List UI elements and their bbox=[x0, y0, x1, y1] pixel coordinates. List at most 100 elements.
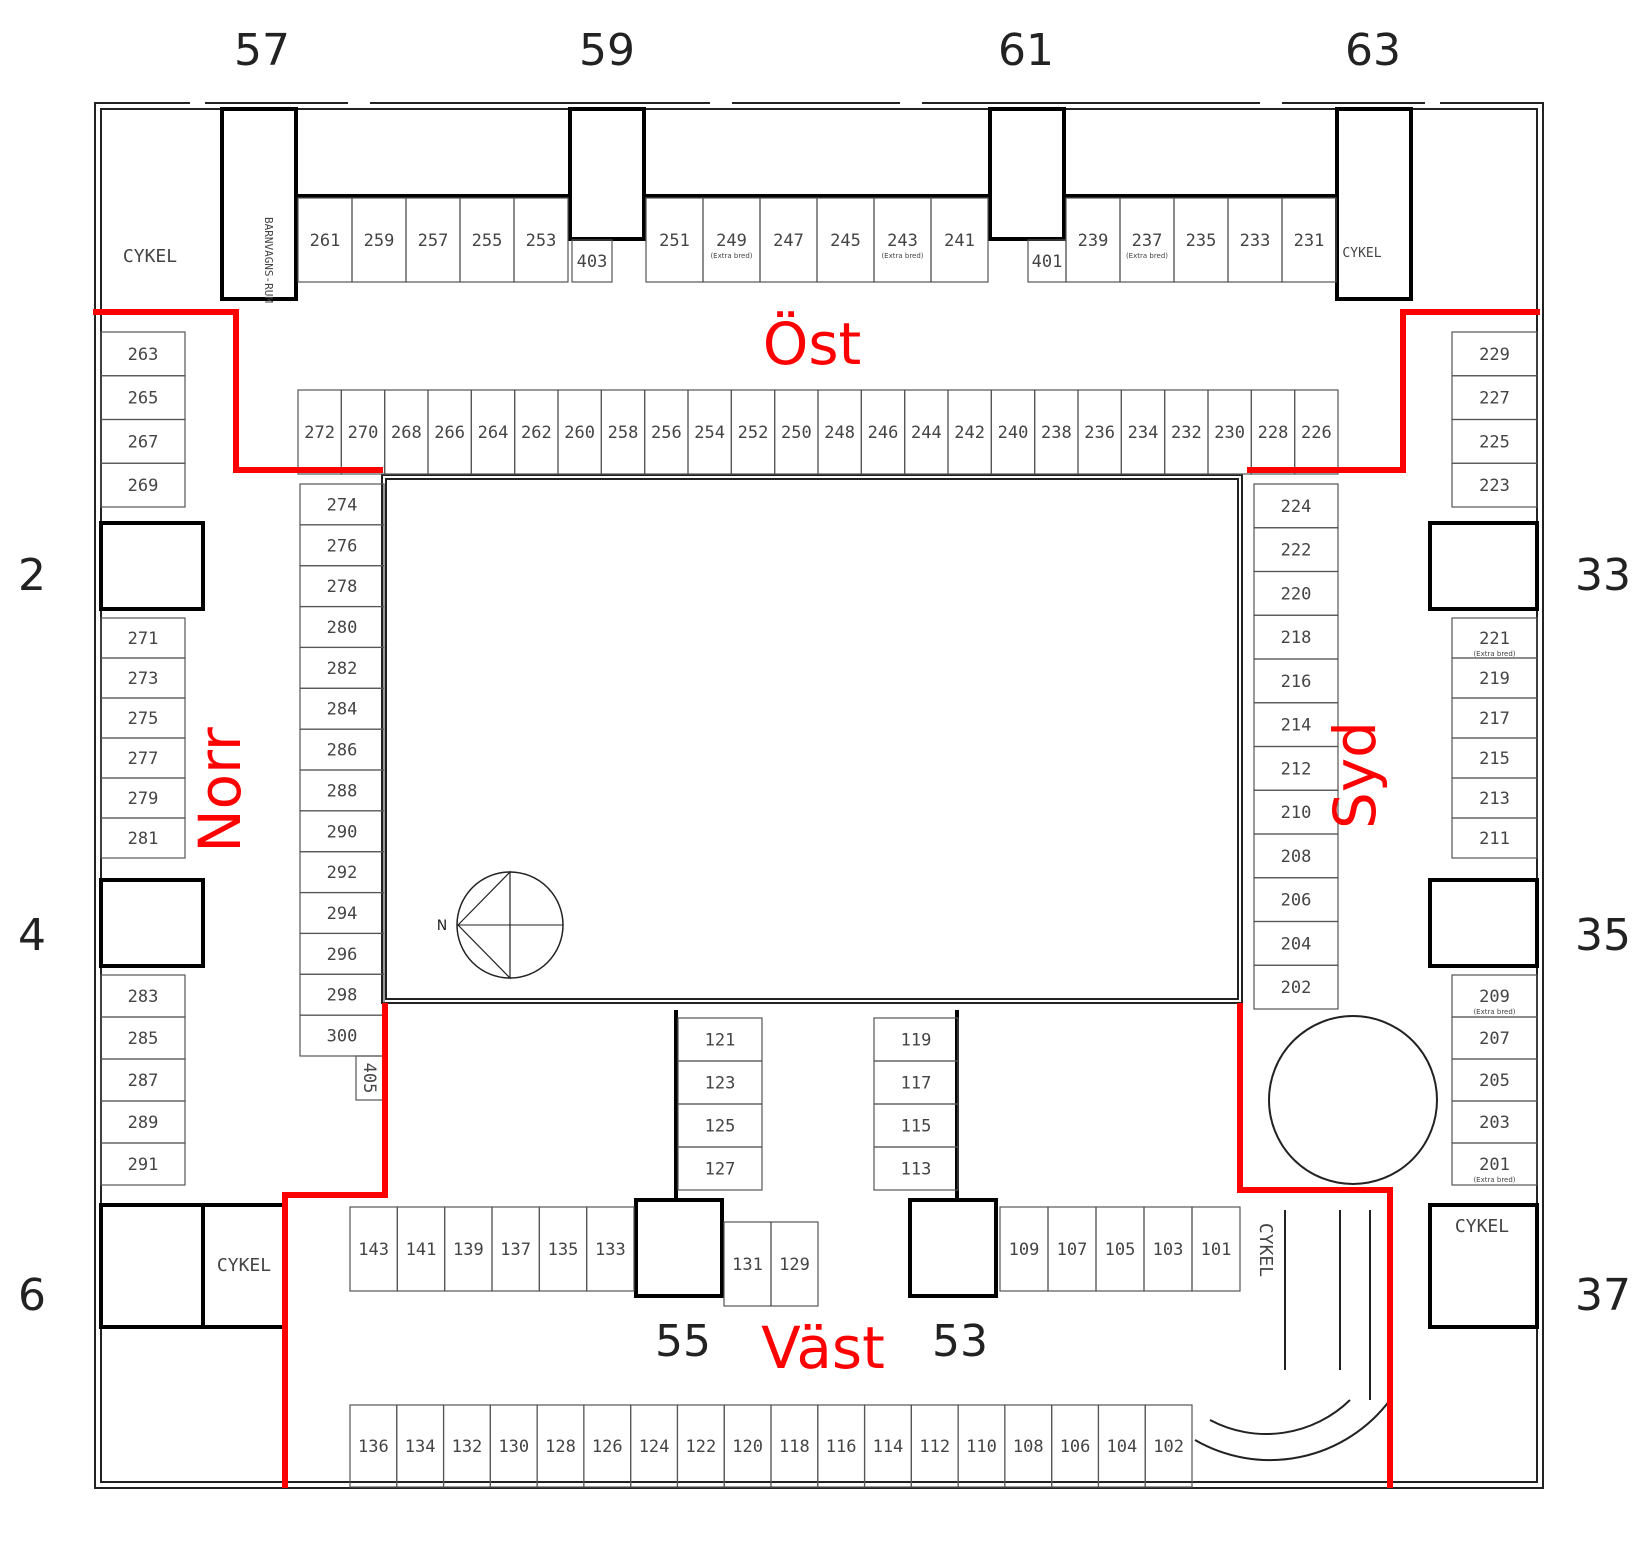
parking-space-135: 135 bbox=[538, 1206, 588, 1292]
zone-boundaries bbox=[93, 309, 1540, 1488]
space-number: 129 bbox=[779, 1255, 810, 1275]
space-number: 270 bbox=[348, 423, 379, 443]
parking-space-264: 264 bbox=[470, 389, 516, 475]
space-number: 107 bbox=[1057, 1240, 1088, 1260]
parking-space-104: 104 bbox=[1097, 1404, 1146, 1488]
parking-space-268: 268 bbox=[384, 389, 429, 475]
space-number: 201 bbox=[1479, 1155, 1510, 1175]
parking-space-112: 112 bbox=[910, 1404, 959, 1488]
parking-space-120: 120 bbox=[723, 1404, 772, 1488]
space-number: 274 bbox=[327, 495, 358, 515]
extra-wide-note: (Extra bred) bbox=[1126, 252, 1168, 260]
space-number: 286 bbox=[327, 741, 358, 761]
space-number: 109 bbox=[1009, 1240, 1040, 1260]
extra-wide-note: (Extra bred) bbox=[1473, 1008, 1515, 1016]
parking-space-220: 220 bbox=[1253, 570, 1339, 616]
space-number: 257 bbox=[418, 231, 449, 251]
parking-space-294: 294 bbox=[299, 891, 385, 935]
space-number: 271 bbox=[128, 629, 159, 649]
space-number: 258 bbox=[608, 423, 639, 443]
parking-space-119: 119 bbox=[873, 1017, 959, 1062]
space-number: 119 bbox=[901, 1031, 932, 1051]
space-number: 261 bbox=[310, 231, 341, 251]
space-number: 264 bbox=[478, 423, 509, 443]
parking-space-251: 251 bbox=[645, 197, 704, 283]
space-number: 285 bbox=[128, 1029, 159, 1049]
parking-space-237: 237(Extra bred) bbox=[1119, 197, 1175, 283]
space-number: 292 bbox=[327, 863, 358, 883]
parking-space-227: 227 bbox=[1451, 375, 1538, 421]
parking-space-127: 127 bbox=[677, 1146, 763, 1191]
entrance-6: 6 bbox=[18, 1270, 46, 1321]
space-number: 272 bbox=[304, 423, 335, 443]
space-number: 207 bbox=[1479, 1029, 1510, 1049]
parking-space-125: 125 bbox=[677, 1103, 763, 1148]
cykel-room-s: CYKEL bbox=[1255, 1223, 1276, 1277]
space-number: 279 bbox=[128, 789, 159, 809]
parking-space-300: 300 bbox=[299, 1014, 385, 1057]
zone-vast: Väst bbox=[761, 1314, 885, 1382]
parking-space-103: 103 bbox=[1143, 1206, 1193, 1292]
space-number: 133 bbox=[595, 1240, 626, 1260]
parking-space-224: 224 bbox=[1253, 483, 1339, 529]
entrance-55: 55 bbox=[655, 1316, 711, 1367]
space-number: 219 bbox=[1479, 669, 1510, 689]
space-number: 280 bbox=[327, 618, 358, 638]
space-number: 117 bbox=[901, 1074, 932, 1094]
parking-space-270: 270 bbox=[340, 389, 386, 475]
parking-space-215: 215 bbox=[1451, 737, 1538, 779]
space-number: 209 bbox=[1479, 987, 1510, 1007]
space-number: 281 bbox=[128, 829, 159, 849]
parking-space-231: 231 bbox=[1281, 197, 1337, 283]
space-number: 248 bbox=[824, 423, 855, 443]
cykel-room-sw: CYKEL bbox=[217, 1255, 271, 1276]
cykel-room-ne: CYKEL bbox=[1342, 246, 1381, 261]
parking-space-240: 240 bbox=[990, 389, 1036, 475]
space-number: 226 bbox=[1301, 423, 1332, 443]
parking-space-273: 273 bbox=[100, 657, 186, 699]
parking-space-241: 241 bbox=[930, 197, 989, 283]
parking-space-401: 401 bbox=[1027, 239, 1067, 283]
parking-space-223: 223 bbox=[1451, 462, 1538, 508]
parking-space-131: 131 bbox=[723, 1221, 772, 1307]
parking-space-249: 249(Extra bred) bbox=[702, 197, 761, 283]
room-labels: CYKEL CYKEL CYKEL CYKEL CYKEL BARNVAGNS-… bbox=[123, 217, 1509, 1277]
space-number: 255 bbox=[472, 231, 503, 251]
space-number: 230 bbox=[1214, 423, 1245, 443]
space-number: 277 bbox=[128, 749, 159, 769]
space-number: 229 bbox=[1479, 345, 1510, 365]
entrance-35: 35 bbox=[1575, 910, 1631, 961]
parking-space-101: 101 bbox=[1191, 1206, 1241, 1292]
parking-space-298: 298 bbox=[299, 973, 385, 1016]
space-number: 139 bbox=[453, 1240, 484, 1260]
parking-space-110: 110 bbox=[957, 1404, 1006, 1488]
parking-space-287: 287 bbox=[100, 1058, 186, 1102]
parking-space-105: 105 bbox=[1095, 1206, 1145, 1292]
parking-space-228: 228 bbox=[1250, 389, 1296, 475]
space-number: 116 bbox=[826, 1437, 857, 1457]
extra-wide-note: (Extra bred) bbox=[710, 252, 752, 260]
parking-space-265: 265 bbox=[100, 375, 186, 421]
parking-space-282: 282 bbox=[299, 646, 385, 689]
parking-space-238: 238 bbox=[1034, 389, 1079, 475]
parking-space-277: 277 bbox=[100, 737, 186, 779]
space-number: 102 bbox=[1153, 1437, 1184, 1457]
parking-space-122: 122 bbox=[676, 1404, 725, 1488]
parking-space-232: 232 bbox=[1164, 389, 1209, 475]
parking-space-271: 271 bbox=[100, 617, 186, 659]
space-number: 236 bbox=[1084, 423, 1115, 443]
zone-syd: Syd bbox=[1321, 721, 1389, 829]
space-number: 298 bbox=[327, 986, 358, 1006]
space-number: 104 bbox=[1106, 1437, 1137, 1457]
parking-space-222: 222 bbox=[1253, 527, 1339, 573]
space-number: 224 bbox=[1281, 497, 1312, 517]
space-number: 278 bbox=[327, 577, 358, 597]
parking-space-242: 242 bbox=[947, 389, 992, 475]
parking-space-109: 109 bbox=[999, 1206, 1049, 1292]
parking-space-255: 255 bbox=[459, 197, 515, 283]
space-number: 282 bbox=[327, 659, 358, 679]
entrance-61: 61 bbox=[998, 25, 1054, 76]
space-number: 137 bbox=[500, 1240, 531, 1260]
